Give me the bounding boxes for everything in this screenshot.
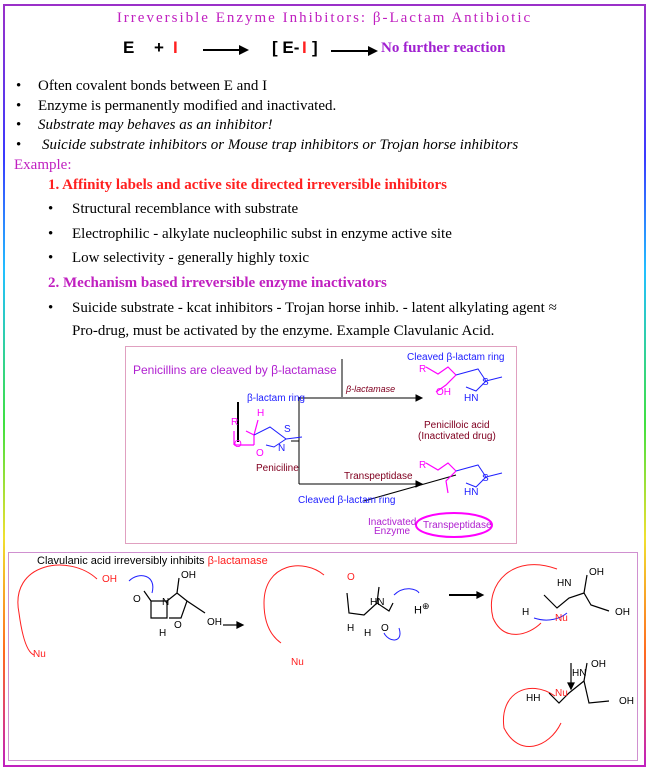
atom-o: O [347,572,355,583]
clavulanic-bonds [17,564,610,747]
atom-hn: HN [557,578,572,589]
arrow-icon [331,46,378,56]
penicillin-diagram: Penicillins are cleaved by β-lactamase C… [125,346,517,544]
atom-n: N [162,597,170,608]
atom-hn: HN [572,668,587,679]
atom-o: O [174,620,182,631]
atom-r: R [419,364,427,375]
penicillin-box-title: Penicillins are cleaved by β-lactamase [133,363,337,377]
penicilloic-acid-label: Penicilloic acid [424,420,490,431]
atom-oh: OH [591,659,606,670]
example-label: Example: [14,157,72,173]
transpeptidase-enzyme-label: Transpeptidase [423,520,492,531]
arrow-icon [203,45,249,55]
penicillin-bonds [233,359,503,538]
atom-o: O [256,448,264,459]
atom-r: R [419,460,427,471]
atom-hh: HH [526,693,541,704]
atom-oh: OH [207,617,222,628]
inactivated-drug-label: (Inactivated drug) [418,431,496,442]
atom-hn: HN [370,597,385,608]
atom-h: H [257,408,265,419]
peniciline-label: Peniciline [256,463,299,474]
atom-hn: HN [464,487,479,498]
atom-nu: Nu [555,613,568,624]
atom-oh: OH [181,570,196,581]
atom-nu: Nu [555,688,568,699]
atom-o: O [133,594,141,605]
atom-h: H [159,628,167,639]
atom-s: S [482,473,489,484]
cleaved-ring-label-top: Cleaved β-lactam ring [407,352,505,363]
atom-s: S [284,424,291,435]
section-heading-2: 2. Mechanism based irreversible enzyme i… [48,275,387,291]
cleaved-ring-label-bottom: Cleaved β-lactam ring [298,495,396,506]
atom-oh: OH [436,387,451,398]
atom-o: O [381,623,389,634]
atom-oh: OH [589,567,604,578]
atom-h: H [522,607,530,618]
atom-oh: OH [619,696,634,707]
h-plus: H⊕ [414,601,430,617]
atom-oh: OH [615,607,630,618]
atom-nu: Nu [291,657,304,668]
beta-lactam-ring-label: β-lactam ring [247,393,305,404]
atom-r: R [231,417,239,428]
no-further-reaction: No further reaction [381,40,506,56]
complex-close: ] [312,38,318,57]
page-title: Irreversible Enzyme Inhibitors: β-Lactam… [116,10,533,26]
clavulanic-diagram: Clavulanic acid irreversibly inhibits β-… [8,552,638,761]
atom-nu: Nu [33,649,46,660]
atom-s: S [482,377,489,388]
enzyme-label: Enzyme [374,526,411,537]
atom-o: O [234,439,242,450]
enzyme-e: E [123,38,135,57]
atom-oh: OH [102,574,117,585]
atom-h: H [364,628,372,639]
atom-n: N [278,443,286,454]
inactivated-label: Inactivated [368,517,417,528]
plus-sign: + [154,38,164,57]
complex-i: I [302,38,307,57]
atom-h: H [347,623,355,634]
section-heading-1: 1. Affinity labels and active site direc… [48,177,447,193]
transpeptidase-arrow-label: Transpeptidase [344,471,413,482]
page-frame [3,4,646,767]
beta-lactamase-label: β-lactamase [346,384,396,394]
reaction-equation: E + I [ E- I ] [0,38,649,64]
clavulanic-box-title: Clavulanic acid irreversibly inhibits β-… [37,555,268,567]
atom-hn: HN [464,393,479,404]
inhibitor-i: I [173,38,178,57]
complex-open: [ E- [272,38,300,57]
